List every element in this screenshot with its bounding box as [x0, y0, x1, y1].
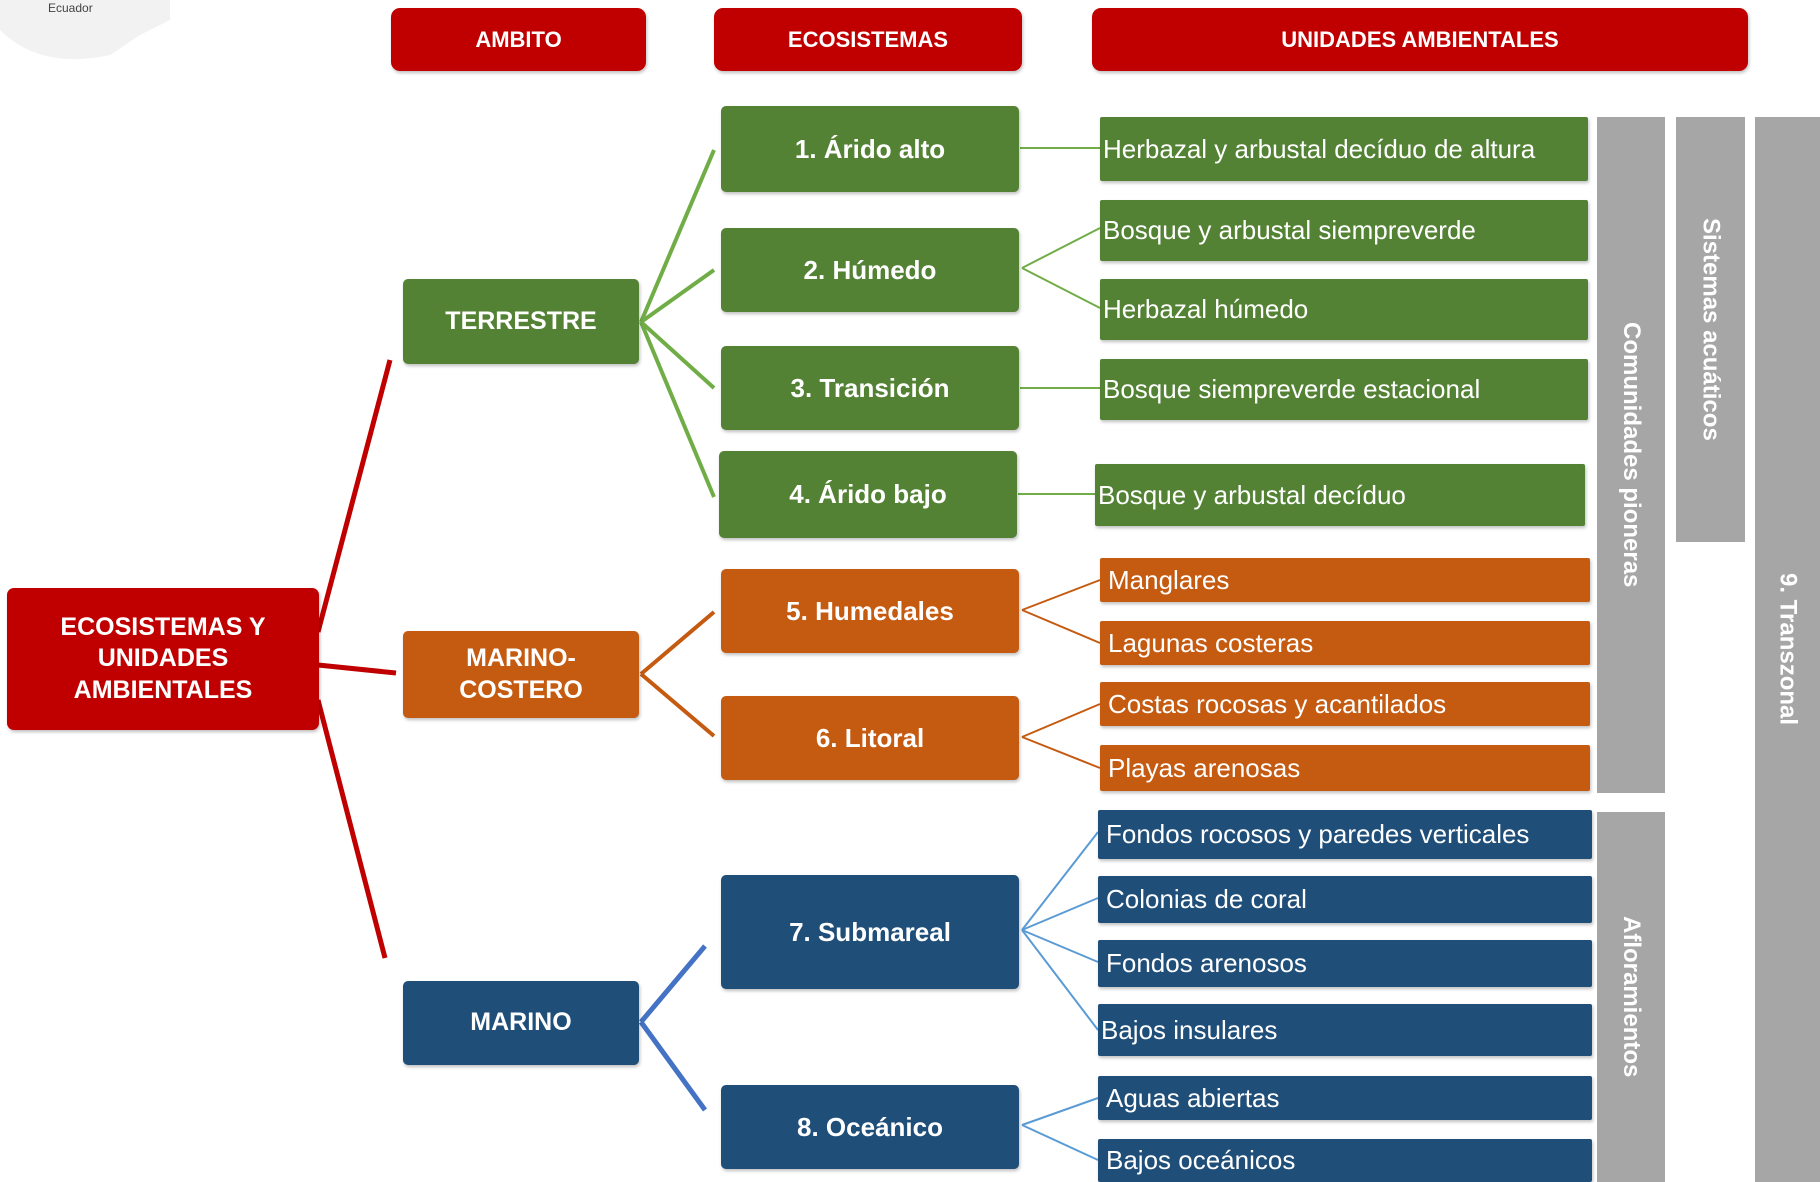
- label-transzonal: 9. Transzonal: [1774, 573, 1802, 726]
- unidad-manglares: Manglares: [1100, 558, 1590, 602]
- header-ambito: AMBITO: [391, 8, 646, 71]
- unidad-colonias-de-coral: Colonias de coral: [1098, 876, 1592, 923]
- unidad-bajos-oceanicos: Bajos oceánicos: [1098, 1139, 1592, 1182]
- unidad-fondos-rocosos-paredes-verticales: Fondos rocosos y paredes verticales: [1098, 810, 1592, 859]
- label-comunidades-pioneras: Comunidades pioneras: [1618, 322, 1645, 588]
- logo-swoosh-icon: [0, 0, 170, 60]
- blue-unit-connectors: [1021, 831, 1099, 1161]
- root-ecosistemas-y-unidades: ECOSISTEMAS Y UNIDADES AMBIENTALES: [7, 588, 319, 730]
- marino-costero-connectors: [639, 610, 716, 738]
- marino-connectors: [638, 944, 708, 1112]
- ecosistema-litoral: 6. Litoral: [721, 696, 1019, 780]
- unidad-bosque-siempreverde-estacional: Bosque siempreverde estacional: [1100, 359, 1588, 420]
- bar-afloramientos: [1597, 812, 1665, 1182]
- marino-costero-line-2: COSTERO: [459, 675, 583, 704]
- unidad-costas-rocosas-acantilados: Costas rocosas y acantilados: [1100, 682, 1590, 726]
- unidad-bosque-arbustal-deciduo: Bosque y arbustal decíduo: [1095, 464, 1585, 526]
- label-afloramientos: Afloramientos: [1618, 916, 1645, 1078]
- header-unidades-ambientales: UNIDADES AMBIENTALES: [1092, 8, 1748, 71]
- unidad-playas-arenosas: Playas arenosas: [1100, 745, 1590, 791]
- bar-transzonal: [1755, 117, 1820, 1182]
- ecosistema-transicion: 3. Transición: [721, 346, 1019, 430]
- root-connectors: [315, 359, 397, 959]
- label-sistemas-acuaticos: Sistemas acuáticos: [1697, 218, 1725, 441]
- bar-sistemas-acuaticos: [1676, 117, 1745, 542]
- unidad-herbazal-arbustal-deciduo-altura: Herbazal y arbustal decíduo de altura: [1100, 117, 1588, 181]
- logo: [0, 0, 170, 90]
- ambito-terrestre: TERRESTRE: [403, 279, 639, 364]
- terrestre-connectors: [639, 149, 716, 498]
- ecosistema-arido-alto: 1. Árido alto: [721, 106, 1019, 192]
- ecosistema-oceanico: 8. Oceánico: [721, 1085, 1019, 1169]
- ecosistema-humedo: 2. Húmedo: [721, 228, 1019, 312]
- ecosistema-submareal: 7. Submareal: [721, 875, 1019, 989]
- unidad-aguas-abiertas: Aguas abiertas: [1098, 1076, 1592, 1120]
- ecosistema-arido-bajo: 4. Árido bajo: [719, 451, 1017, 538]
- unidad-lagunas-costeras: Lagunas costeras: [1100, 621, 1590, 665]
- orange-unit-connectors: [1021, 579, 1101, 769]
- root-line-3: AMBIENTALES: [73, 675, 253, 704]
- header-ecosistemas: ECOSISTEMAS: [714, 8, 1022, 71]
- ambito-marino: MARINO: [403, 981, 639, 1065]
- ecosistema-humedales: 5. Humedales: [721, 569, 1019, 653]
- bar-comunidades-pioneras: [1597, 117, 1665, 793]
- root-line-2: UNIDADES: [97, 644, 229, 673]
- ambito-marino-costero: MARINO- COSTERO: [403, 631, 639, 718]
- unidad-bosque-arbustal-siempreverde: Bosque y arbustal siempreverde: [1100, 200, 1588, 261]
- marino-costero-line-1: MARINO-: [466, 644, 576, 673]
- green-unit-connectors: [1018, 147, 1101, 495]
- unidad-fondos-arenosos: Fondos arenosos: [1098, 940, 1592, 987]
- unidad-bajos-insulares: Bajos insulares: [1098, 1004, 1592, 1056]
- root-line-1: ECOSISTEMAS Y: [60, 613, 266, 642]
- unidad-herbazal-humedo: Herbazal húmedo: [1100, 279, 1588, 340]
- logo-text: Ecuador: [48, 1, 93, 15]
